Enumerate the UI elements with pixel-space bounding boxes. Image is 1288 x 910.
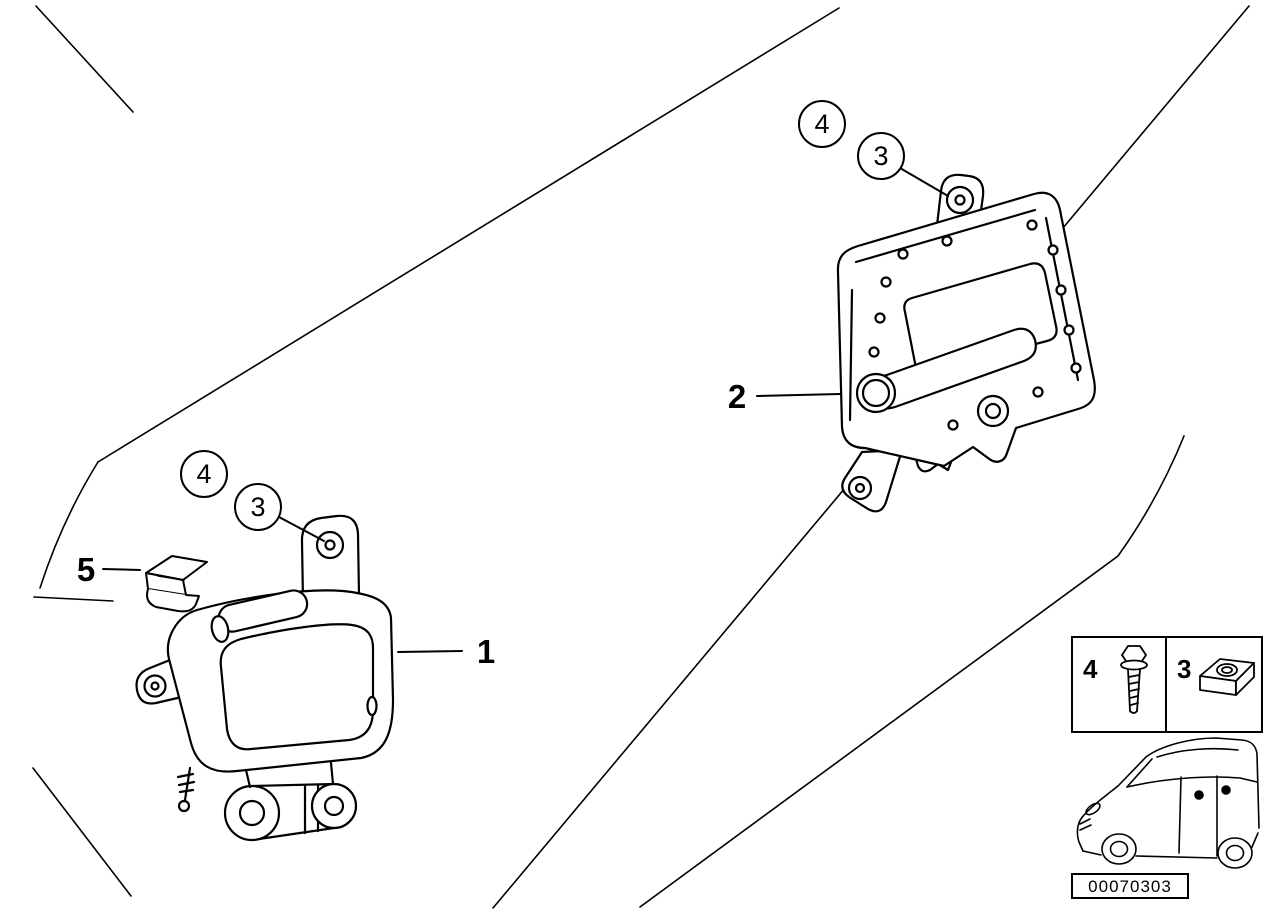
leader-callout-part2 (899, 167, 949, 197)
callout-4-part1: 4 (196, 459, 211, 489)
legend-label-3: 3 (1177, 654, 1191, 684)
car-headlight (1085, 802, 1101, 816)
clip-part-5 (145, 555, 208, 613)
callout-4-part2: 4 (814, 109, 829, 139)
car-glasshouse (1156, 747, 1239, 758)
airbag-module-1 (135, 514, 395, 842)
callout-circle-4-part2 (798, 100, 846, 148)
part-number-labels: 1 2 5 (77, 378, 746, 670)
contour-hood-edge (33, 596, 114, 602)
airbag-module-2 (836, 173, 1096, 513)
car-location-dot-2 (1221, 785, 1231, 795)
leader-label-5 (102, 568, 141, 571)
module1-housing-inner (219, 623, 375, 751)
callout-circle-4-part1 (180, 450, 228, 498)
contour-top-left (35, 5, 134, 113)
nut-icon (1199, 658, 1255, 696)
callout-circles (180, 100, 905, 531)
car-silhouette (1076, 737, 1260, 869)
module1-slot (366, 695, 378, 717)
callout-numbers: 4 3 4 3 (196, 109, 888, 522)
part-label-1: 1 (477, 633, 495, 670)
part-label-5: 5 (77, 551, 95, 588)
module1-tube (210, 589, 309, 643)
leader-lines (102, 167, 949, 653)
leader-callout-part1 (278, 516, 325, 542)
module2-rivet-holes (868, 219, 1082, 431)
contour-bottom-left (32, 767, 132, 897)
car-beltline (1126, 776, 1258, 788)
part-label-2: 2 (728, 378, 746, 415)
module1-connector-right (329, 761, 335, 786)
car-door-line-front (1178, 776, 1182, 854)
car-rocker-line (1135, 855, 1218, 859)
module1-stud (176, 766, 196, 813)
car-front-wheel (1101, 833, 1137, 865)
callout-circle-3-part1 (234, 483, 282, 531)
module2-left-edge-line (848, 288, 854, 422)
car-a-pillar (1117, 756, 1147, 787)
callout-3-part2: 3 (873, 141, 888, 171)
car-front-bumper (1076, 814, 1085, 852)
car-grille (1079, 818, 1092, 831)
callout-circle-3-part2 (857, 132, 905, 180)
leader-label-1 (397, 650, 463, 653)
module2-inner-module (903, 262, 1058, 374)
callout-3-part1: 3 (250, 492, 265, 522)
module1-gas-generator (223, 782, 358, 842)
car-rear-wheel (1217, 837, 1253, 869)
bolt-icon (1120, 645, 1148, 714)
contour-upper-diagonal (97, 7, 840, 463)
contour-door-line (639, 435, 1185, 908)
car-hood (1083, 785, 1119, 816)
module1-connector-left (244, 768, 252, 789)
contour-front-curve (39, 461, 99, 589)
doc-number: 00070303 (1088, 877, 1172, 896)
legend-label-4: 4 (1083, 654, 1098, 684)
car-location-dot-1 (1194, 790, 1204, 800)
doc-number-box (1071, 873, 1189, 899)
leader-label-2 (756, 393, 841, 397)
